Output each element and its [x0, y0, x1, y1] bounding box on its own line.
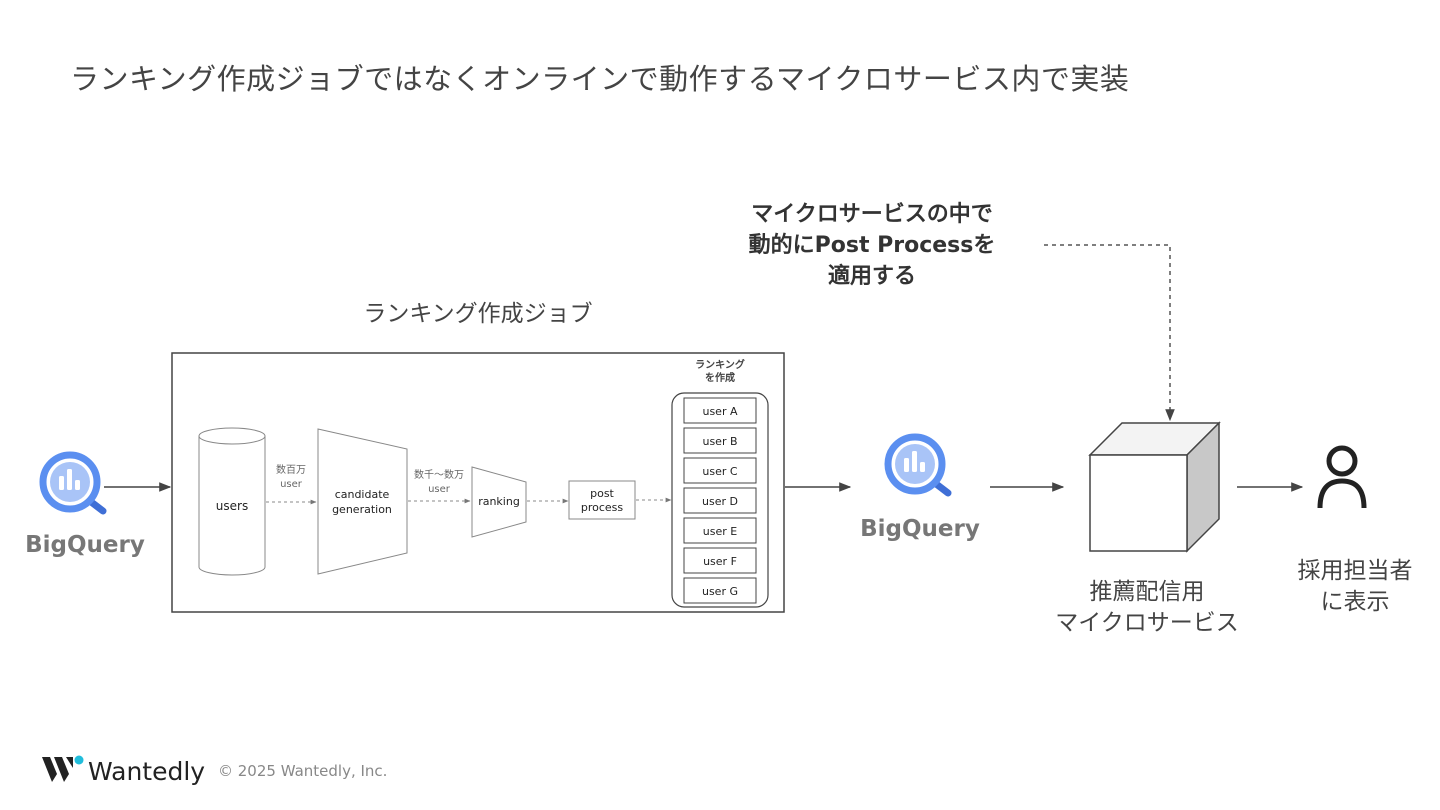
ranked-user-label: user B: [702, 435, 737, 448]
bigquery-icon: [884, 433, 952, 497]
users-database-icon: [198, 427, 266, 576]
recruiter-label-2: に表示: [1321, 589, 1390, 615]
step1-count: 数百万: [276, 463, 306, 476]
bigquery-icon: [39, 451, 107, 515]
ranked-user-label: user D: [702, 495, 738, 508]
ranking-stage: [471, 466, 527, 538]
candidate-label-2: generation: [332, 503, 392, 516]
ranked-user-label: user F: [703, 555, 737, 568]
step1-unit: user: [280, 479, 303, 490]
users-label: users: [216, 499, 248, 513]
cube-icon: [1088, 421, 1221, 553]
slide-title: ランキング作成ジョブではなくオンラインで動作するマイクロサービス内で実装: [70, 62, 1130, 96]
ranked-user-row: [683, 517, 757, 544]
source-bigquery-label: BigQuery: [25, 532, 145, 558]
microservice-label-2: マイクロサービス: [1055, 610, 1239, 636]
sink-bigquery-label: BigQuery: [860, 516, 980, 542]
ranked-user-rows: user A user B user C user D user E user F user…: [683, 397, 757, 604]
ranked-user-row: [683, 547, 757, 574]
microservice-label-1: 推薦配信用: [1090, 579, 1205, 605]
footer-copyright: © 2025 Wantedly, Inc.: [218, 762, 388, 780]
post-label-1: post: [590, 487, 614, 500]
ranked-user-row: [683, 487, 757, 514]
ranking-list-header-2: を作成: [705, 371, 735, 384]
post-label-2: process: [581, 501, 624, 514]
wantedly-logo-icon: [42, 755, 84, 782]
footer-brand: Wantedly: [88, 757, 205, 786]
job-label: ランキング作成ジョブ: [363, 301, 592, 327]
annotation-line-2: 動的にPost Processを: [749, 232, 996, 258]
annotation-connector-arrow: [1044, 244, 1175, 422]
ranked-user-label: user C: [702, 465, 737, 478]
ranked-user-row: [683, 397, 757, 424]
ranking-label: ranking: [478, 495, 520, 508]
recruiter-label-1: 採用担当者: [1298, 558, 1413, 584]
annotation-line-1: マイクロサービスの中で: [751, 202, 993, 227]
step2-count: 数千〜数万: [414, 468, 464, 481]
candidate-generation-stage: [317, 428, 408, 575]
candidate-label-1: candidate: [335, 488, 390, 501]
ranking-job-frame: [171, 352, 785, 613]
ranked-user-row: [683, 457, 757, 484]
annotation-line-3: 適用する: [828, 263, 916, 289]
post-process-annotation: マイクロサービスの中で 動的にPost Processを 適用する: [749, 202, 996, 289]
ranked-user-label: user G: [702, 585, 738, 598]
ranked-user-label: user A: [702, 405, 737, 418]
ranked-user-row: [683, 427, 757, 454]
ranked-user-row: [683, 577, 757, 604]
post-process-stage: [568, 480, 636, 520]
step2-unit: user: [428, 484, 451, 495]
ranked-user-label: user E: [703, 525, 737, 538]
person-icon: [1317, 445, 1367, 509]
ranking-list-header-1: ランキング: [695, 358, 745, 371]
